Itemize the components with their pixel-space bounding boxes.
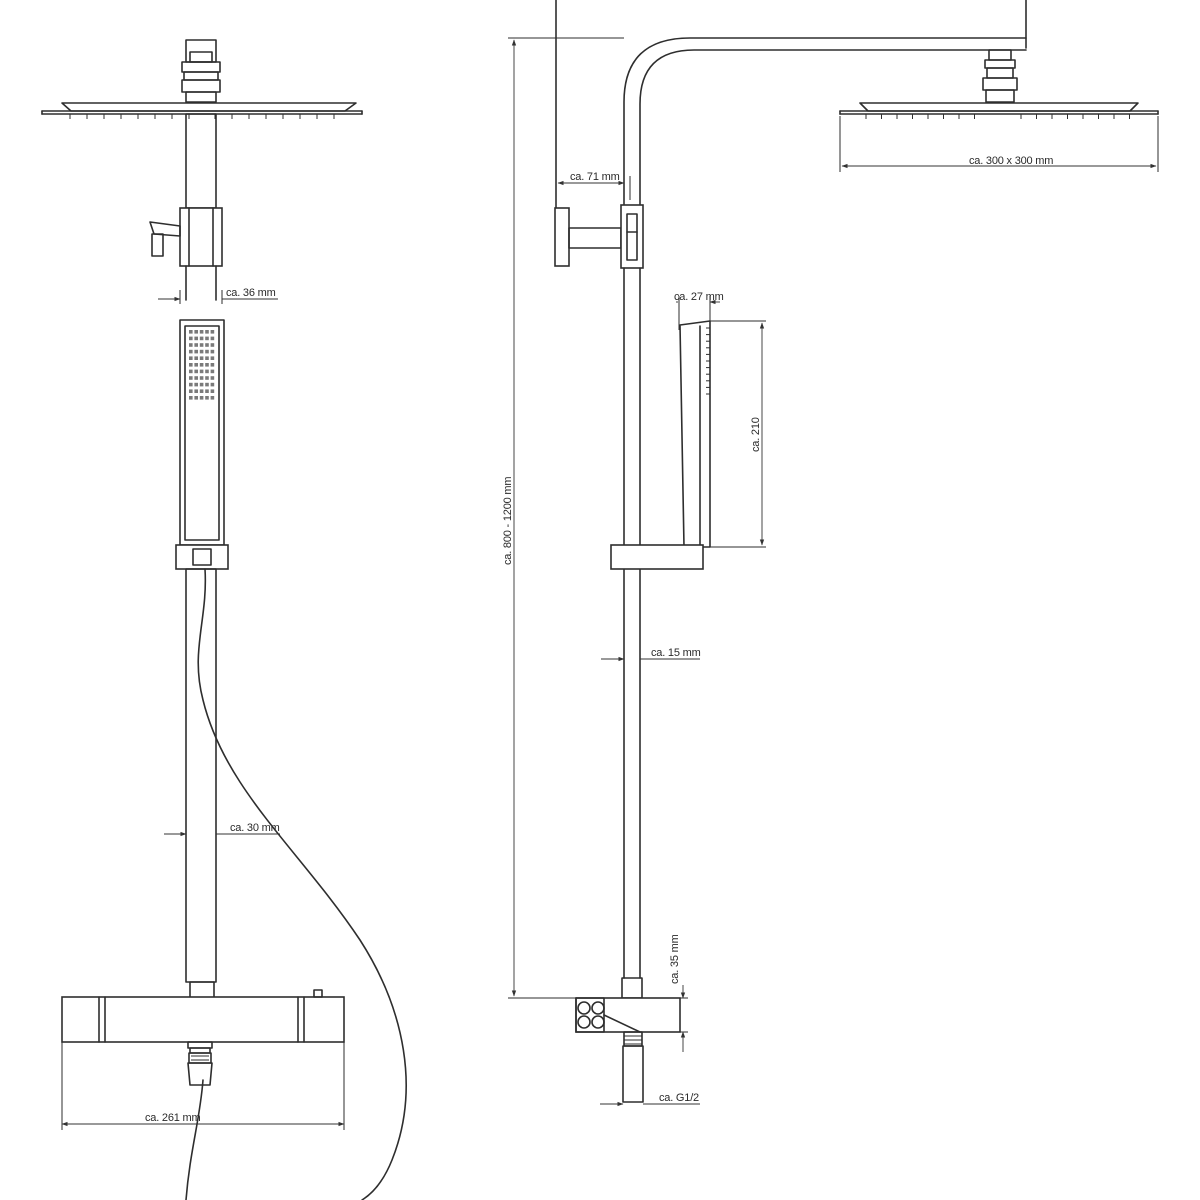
- jet-nozzle: [205, 330, 209, 334]
- dim-label-800-1200mm: ca. 800 - 1200 mm: [502, 477, 514, 565]
- jet-nozzle: [205, 343, 209, 347]
- jet-nozzle: [199, 356, 204, 360]
- front-upper-pipe: [185, 113, 217, 209]
- jet-nozzle: [194, 376, 198, 380]
- hand-shower-jets: [189, 330, 215, 400]
- dim-g12: ca. G1/2: [600, 1092, 700, 1107]
- jet-nozzle: [199, 396, 204, 400]
- dim-label-261mm: ca. 261 mm: [145, 1112, 201, 1124]
- jet-nozzle: [199, 330, 204, 334]
- jet-nozzle: [205, 363, 209, 367]
- jet-nozzle: [205, 369, 209, 374]
- jet-nozzle: [205, 389, 209, 393]
- jet-nozzle: [194, 389, 198, 393]
- side-hand-shower: ca. 27 mm: [610, 291, 724, 570]
- jet-nozzle: [205, 356, 209, 360]
- jet-nozzle: [194, 336, 198, 341]
- jet-nozzle: [194, 382, 198, 387]
- jet-nozzle: [210, 376, 215, 380]
- front-shower-hose-lower: [185, 1079, 204, 1200]
- side-thermostat-connector: [575, 977, 681, 1103]
- jet-nozzle: [210, 330, 215, 334]
- jet-nozzle: [189, 336, 193, 341]
- jet-nozzle: [210, 396, 215, 400]
- jet-nozzle: [189, 343, 193, 347]
- side-nozzles: [865, 114, 1130, 119]
- side-diverter: [554, 204, 644, 269]
- dim-71mm: ca. 71 mm: [557, 171, 631, 200]
- jet-nozzle: [189, 349, 193, 354]
- front-thermostat: [61, 981, 345, 1086]
- front-view: ca. 36 mm ca. 30 mm: [41, 39, 407, 1200]
- jet-nozzle: [199, 343, 204, 347]
- dim-label-71mm: ca. 71 mm: [570, 171, 620, 183]
- jet-nozzle: [205, 349, 209, 354]
- dim-label-36mm: ca. 36 mm: [226, 287, 276, 299]
- dim-35mm: ca. 35 mm: [669, 934, 688, 1052]
- side-view: ca. 800 - 1200 mm ca. 71 mm ca. 2: [502, 0, 1159, 1107]
- jet-nozzle: [199, 389, 204, 393]
- jet-nozzle: [210, 382, 215, 387]
- jet-nozzle: [189, 396, 193, 400]
- jet-nozzle: [194, 396, 198, 400]
- side-rain-shower-head: [839, 49, 1159, 119]
- jet-nozzle: [199, 363, 204, 367]
- jet-nozzle: [210, 336, 215, 341]
- side-overhead-arm: [623, 37, 1027, 205]
- jet-nozzle: [189, 376, 193, 380]
- dim-label-15mm: ca. 15 mm: [651, 647, 701, 659]
- jet-nozzle: [189, 330, 193, 334]
- dim-15mm: ca. 15 mm: [601, 647, 701, 662]
- dim-label-27mm: ca. 27 mm: [674, 291, 724, 303]
- front-diverter: [149, 207, 223, 301]
- jet-nozzle: [194, 356, 198, 360]
- jet-nozzle: [199, 382, 204, 387]
- jet-nozzle: [189, 369, 193, 374]
- jet-nozzle: [205, 376, 209, 380]
- jet-nozzle: [205, 382, 209, 387]
- dim-label-300x300mm: ca. 300 x 300 mm: [969, 155, 1053, 167]
- jet-nozzle: [189, 363, 193, 367]
- jet-nozzle: [189, 356, 193, 360]
- dim-label-35mm: ca. 35 mm: [669, 934, 681, 984]
- jet-nozzle: [189, 389, 193, 393]
- jet-nozzle: [199, 336, 204, 341]
- jet-nozzle: [194, 369, 198, 374]
- dim-261mm: ca. 261 mm: [61, 1042, 345, 1130]
- front-rain-shower-head: [41, 39, 363, 119]
- jet-nozzle: [194, 349, 198, 354]
- jet-nozzle: [210, 369, 215, 374]
- jet-nozzle: [205, 336, 209, 341]
- dim-label-g12: ca. G1/2: [659, 1092, 699, 1104]
- jet-nozzle: [210, 389, 215, 393]
- jet-nozzle: [210, 363, 215, 367]
- dim-label-210: ca. 210: [750, 417, 762, 452]
- jet-nozzle: [210, 356, 215, 360]
- side-rail: [623, 267, 641, 979]
- dim-36mm: ca. 36 mm: [158, 287, 278, 304]
- jet-nozzle: [194, 330, 198, 334]
- dim-label-30mm: ca. 30 mm: [230, 822, 280, 834]
- jet-nozzle: [194, 363, 198, 367]
- jet-nozzle: [199, 349, 204, 354]
- dim-30mm: ca. 30 mm: [164, 822, 280, 837]
- dim-300x300mm: ca. 300 x 300 mm: [839, 116, 1159, 172]
- jet-nozzle: [194, 343, 198, 347]
- jet-nozzle: [210, 343, 215, 347]
- jet-nozzle: [189, 382, 193, 387]
- side-overhead-arm-inner: [639, 49, 1027, 205]
- jet-nozzle: [210, 349, 215, 354]
- front-slider-holder: [175, 544, 229, 570]
- front-hand-shower: [179, 319, 225, 546]
- jet-nozzle: [199, 369, 204, 374]
- dim-210: ca. 210: [710, 320, 766, 548]
- front-nozzles: [69, 114, 335, 119]
- front-shower-hose: [197, 568, 407, 1200]
- jet-nozzle: [199, 376, 204, 380]
- jet-nozzle: [205, 396, 209, 400]
- dim-800-1200mm: ca. 800 - 1200 mm: [502, 37, 624, 999]
- side-hand-shower-jets: [706, 327, 710, 395]
